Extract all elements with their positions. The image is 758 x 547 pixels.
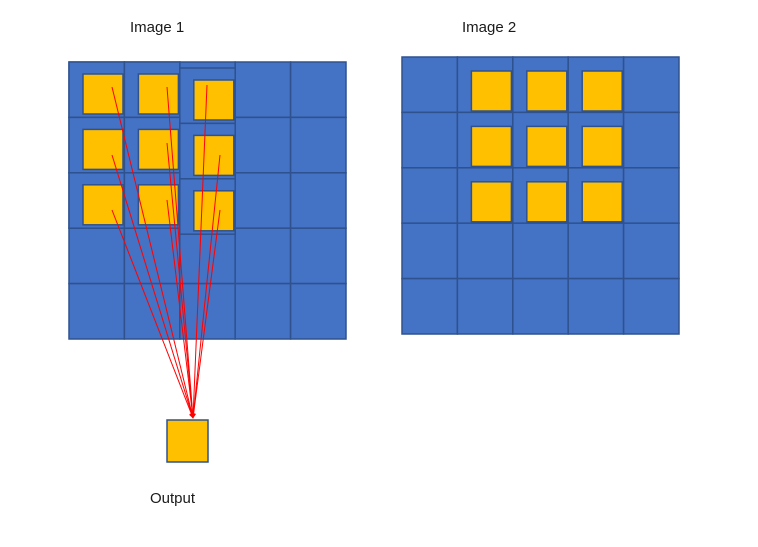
arrow-line bbox=[191, 209, 221, 419]
image2-cell bbox=[401, 111, 459, 169]
image2-kernel-square bbox=[470, 181, 513, 223]
image2-kernel-square bbox=[581, 70, 623, 112]
image2-title: Image 2 bbox=[462, 19, 517, 36]
image2-cell bbox=[567, 277, 625, 335]
image1-cell bbox=[234, 172, 292, 229]
image1-kernel-square bbox=[137, 73, 180, 115]
image1-kernel-square bbox=[193, 79, 235, 121]
image1-cell bbox=[179, 282, 236, 340]
image2-kernel-square bbox=[470, 125, 513, 168]
image2-cell bbox=[401, 222, 459, 280]
image2-kernel-square bbox=[526, 125, 568, 168]
output-square bbox=[166, 419, 209, 463]
arrow-line bbox=[111, 86, 195, 419]
arrow-line bbox=[190, 84, 208, 419]
arrow-line bbox=[166, 86, 196, 419]
image1-cell bbox=[234, 61, 292, 119]
image1-kernel-square bbox=[193, 134, 235, 177]
arrow-line bbox=[111, 209, 194, 419]
image2-cell bbox=[456, 222, 514, 280]
arrow-line bbox=[166, 142, 196, 419]
image1-grid bbox=[68, 61, 347, 340]
image2-cell bbox=[622, 222, 680, 280]
image1-cell bbox=[234, 227, 292, 285]
image1-cell bbox=[68, 227, 126, 285]
image1-kernel-square bbox=[82, 73, 124, 115]
image2-kernel-square bbox=[526, 181, 568, 223]
image1-kernel-square bbox=[82, 128, 124, 171]
image2-cell bbox=[567, 222, 625, 280]
image2-kernel-square bbox=[581, 125, 623, 168]
arrow-line bbox=[190, 154, 221, 419]
image1-cell bbox=[289, 116, 347, 174]
image2-cell bbox=[622, 277, 680, 335]
image2-cell bbox=[401, 56, 459, 114]
image2-cell bbox=[401, 167, 459, 224]
image2-cell bbox=[622, 111, 680, 169]
image2-kernel-square bbox=[526, 70, 568, 112]
image2-cell bbox=[512, 222, 569, 280]
arrow-line bbox=[166, 199, 195, 419]
image1-kernel-square bbox=[82, 184, 124, 226]
image2-cell bbox=[622, 167, 680, 224]
image1-cell bbox=[289, 227, 347, 285]
output-box bbox=[166, 419, 209, 463]
arrow-group bbox=[111, 84, 221, 419]
image1-cell bbox=[289, 172, 347, 229]
output-title: Output bbox=[150, 490, 196, 507]
arrow-line bbox=[111, 154, 195, 419]
image1-cell bbox=[234, 282, 292, 340]
image1-cell bbox=[289, 61, 347, 119]
image1-cell bbox=[234, 116, 292, 174]
image2-cell bbox=[512, 277, 569, 335]
image1-title: Image 1 bbox=[130, 19, 185, 36]
image2-cell bbox=[622, 56, 680, 114]
image1-cell bbox=[68, 282, 126, 340]
image2-cell bbox=[456, 277, 514, 335]
image2-cell bbox=[401, 277, 459, 335]
image2-grid bbox=[401, 56, 680, 335]
image2-kernel-square bbox=[470, 70, 513, 112]
image2-kernel-square bbox=[581, 181, 623, 223]
image1-cell bbox=[289, 282, 347, 340]
